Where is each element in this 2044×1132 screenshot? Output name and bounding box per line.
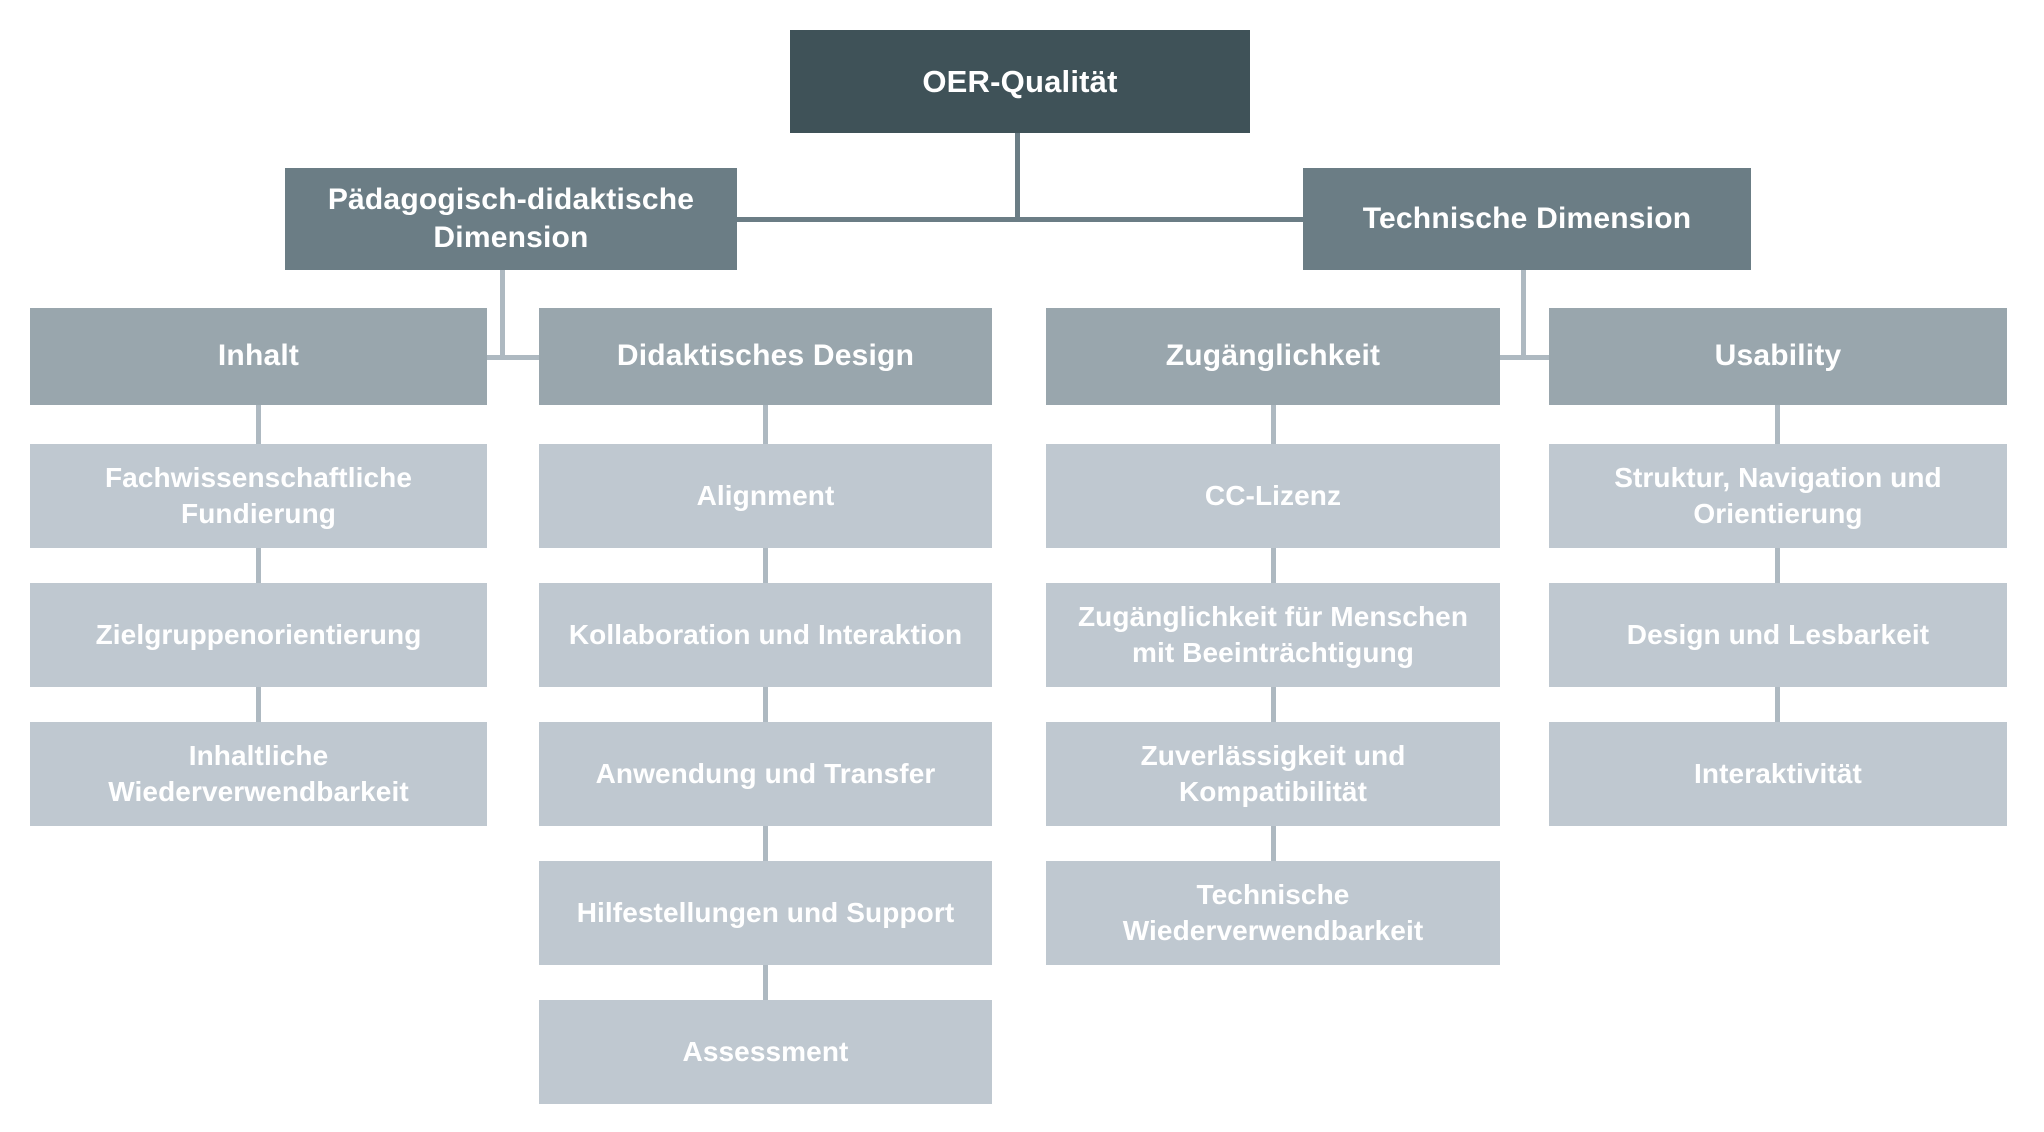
leaf-alignment[interactable]: Alignment xyxy=(539,444,992,548)
leaf-cc-lizenz[interactable]: CC-Lizenz xyxy=(1046,444,1500,548)
leaf-fachwissenschaftliche-fundierung[interactable]: Fachwissenschaftliche Fundierung xyxy=(30,444,487,548)
leaf-assessment[interactable]: Assessment xyxy=(539,1000,992,1104)
leaf-zugaenglichkeit-fuer-menschen-mit-beeintraechtigung[interactable]: Zugänglichkeit für Menschen mit Beeinträ… xyxy=(1046,583,1500,687)
node-usability[interactable]: Usability xyxy=(1549,308,2007,405)
connector-root-down xyxy=(1015,133,1020,221)
connector-pedagogical-bus xyxy=(487,355,540,360)
leaf-struktur-navigation-und-orientierung[interactable]: Struktur, Navigation und Orientierung xyxy=(1549,444,2007,548)
leaf-anwendung-und-transfer[interactable]: Anwendung und Transfer xyxy=(539,722,992,826)
node-paedagogisch-didaktische-dimension[interactable]: Pädagogisch-didaktische Dimension xyxy=(285,168,737,270)
connector-technical-bus xyxy=(1500,355,1550,360)
leaf-hilfestellungen-und-support[interactable]: Hilfestellungen und Support xyxy=(539,861,992,965)
leaf-design-und-lesbarkeit[interactable]: Design und Lesbarkeit xyxy=(1549,583,2007,687)
leaf-inhaltliche-wiederverwendbarkeit[interactable]: Inhaltliche Wiederverwendbarkeit xyxy=(30,722,487,826)
connector-column-didaktisches-design xyxy=(763,405,768,1003)
node-inhalt[interactable]: Inhalt xyxy=(30,308,487,405)
leaf-zielgruppenorientierung[interactable]: Zielgruppenorientierung xyxy=(30,583,487,687)
connector-pedagogical-down xyxy=(500,270,505,358)
node-technische-dimension[interactable]: Technische Dimension xyxy=(1303,168,1751,270)
connector-technical-down xyxy=(1521,270,1526,358)
node-oer-qualitaet[interactable]: OER-Qualität xyxy=(790,30,1250,133)
node-zugaenglichkeit[interactable]: Zugänglichkeit xyxy=(1046,308,1500,405)
leaf-zuverlaessigkeit-und-kompatibilitaet[interactable]: Zuverlässigkeit und Kompatibilität xyxy=(1046,722,1500,826)
connector-column-usability xyxy=(1775,405,1780,725)
leaf-interaktivitaet[interactable]: Interaktivität xyxy=(1549,722,2007,826)
leaf-kollaboration-und-interaktion[interactable]: Kollaboration und Interaktion xyxy=(539,583,992,687)
connector-dimension-bus xyxy=(737,217,1303,222)
node-didaktisches-design[interactable]: Didaktisches Design xyxy=(539,308,992,405)
leaf-technische-wiederverwendbarkeit[interactable]: Technische Wiederverwendbarkeit xyxy=(1046,861,1500,965)
connector-column-inhalt xyxy=(256,405,261,725)
